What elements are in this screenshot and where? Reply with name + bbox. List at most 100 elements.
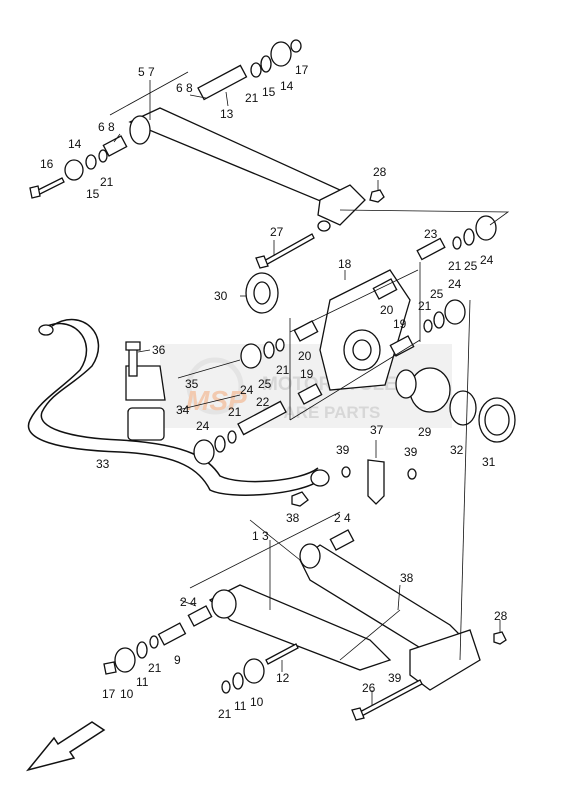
leader-arm-link	[249, 519, 301, 561]
callout-11-a: 11	[136, 675, 149, 689]
bushing-19-lower	[297, 383, 323, 405]
callout-18: 18	[338, 257, 352, 271]
callout-25-a: 25	[464, 259, 478, 273]
washer-11-bottom	[232, 672, 244, 690]
leader-38b	[397, 584, 401, 611]
callout-29: 29	[418, 425, 432, 439]
callout-35: 35	[185, 377, 199, 391]
bushing-20-upper	[372, 278, 398, 300]
callout-24-d: 24	[196, 419, 210, 433]
callout-11-b: 11	[234, 699, 247, 713]
cap-17-arm	[103, 661, 117, 675]
nut-28-bottom	[493, 631, 507, 645]
callout-37: 37	[370, 423, 384, 437]
callout-38-b: 38	[400, 571, 414, 585]
bearing-29-face	[395, 369, 417, 399]
callout-13: 13	[220, 107, 234, 121]
bolt-26-head	[351, 707, 365, 721]
bolt-27-head	[255, 255, 269, 269]
callout-25-b: 25	[430, 287, 444, 301]
leader-2-4-top	[189, 511, 341, 589]
washer-15-left	[85, 154, 97, 170]
callout-30: 30	[214, 289, 228, 303]
callout-34: 34	[176, 403, 190, 417]
callout-21-e: 21	[276, 363, 290, 377]
callout-21-c: 21	[448, 259, 462, 273]
callout-16: 16	[40, 157, 54, 171]
bushing-10-bottom	[243, 658, 265, 684]
stabilizer-assembly	[27, 318, 417, 507]
upper-arm-bolt-hole	[317, 220, 331, 232]
washer-25-lower	[214, 435, 226, 453]
washer-21-mid	[423, 319, 433, 333]
washer-21-top	[250, 62, 262, 78]
knuckle-bore-inner	[352, 339, 372, 361]
link-37	[367, 459, 385, 505]
callout-39-c: 39	[388, 671, 402, 685]
washer-39-right	[407, 468, 417, 480]
leader-frame-bottom	[289, 339, 421, 421]
upper-arm-assembly	[29, 39, 385, 269]
leader-13	[225, 91, 229, 107]
bolt-36-head	[125, 341, 141, 351]
leader-lines	[109, 71, 510, 706]
upper-arm-bracket	[317, 184, 366, 226]
callout-20-b: 20	[298, 349, 312, 363]
lower-arm-bushing-rear	[299, 543, 321, 569]
lower-arm-front	[208, 584, 392, 671]
callout-21-h: 21	[218, 707, 232, 721]
washer-21-arm	[149, 635, 159, 649]
lower-arm-assembly	[103, 529, 507, 721]
leader-5-7	[109, 71, 189, 116]
bearing-29	[409, 367, 451, 413]
bushing-19-right	[389, 335, 415, 357]
pin-9	[157, 622, 187, 646]
nut-28-top	[369, 189, 385, 203]
callout-22: 22	[256, 395, 270, 409]
callout-2-4-b: 2 4	[180, 595, 197, 609]
callout-25-c: 25	[258, 377, 272, 391]
callout-36: 36	[152, 343, 166, 357]
callout-33: 33	[96, 457, 110, 471]
bushing-24-left	[240, 343, 262, 369]
callout-6-8-b: 6 8	[98, 120, 115, 134]
bushing-14-top	[270, 41, 292, 67]
leader-6-8b	[113, 133, 121, 143]
dust-boot-31-inner	[484, 404, 510, 436]
lower-arm-mount	[409, 629, 481, 691]
callout-38-a: 38	[286, 511, 300, 525]
pin-23	[416, 237, 446, 261]
callout-9: 9	[174, 653, 181, 667]
pin-22	[237, 400, 287, 436]
stabilizer-bar-33-edge	[40, 318, 319, 483]
bushing-2-4-bottom	[187, 605, 213, 627]
bushing-14-left	[64, 159, 84, 181]
bolt-16-head	[29, 185, 41, 199]
callout-14-b: 14	[68, 137, 82, 151]
callout-32: 32	[450, 443, 464, 457]
seal-30-inner	[253, 281, 271, 305]
cap-17-top	[290, 39, 302, 53]
leader-34	[177, 394, 241, 411]
callout-21-d: 21	[418, 299, 432, 313]
leader-2-4-bottom	[179, 599, 197, 607]
bushing-24-lower	[193, 439, 215, 465]
bushing-34	[127, 407, 165, 441]
callout-21-g: 21	[148, 661, 162, 675]
upper-arm-bushing-end	[129, 115, 151, 145]
callout-5-7: 5 7	[138, 65, 155, 79]
upper-arm-tube	[128, 107, 341, 206]
callout-19-a: 19	[393, 317, 407, 331]
callout-15-a: 15	[262, 85, 276, 99]
callout-labels: 5 7 6 8 6 8 13 21 15 14 17 16 14 15 21 2…	[40, 63, 508, 721]
callout-39-b: 39	[404, 445, 418, 459]
callout-21-b: 21	[100, 175, 114, 189]
bushing-10-arm	[114, 647, 136, 673]
leader-35	[177, 359, 241, 379]
callout-24-b: 24	[448, 277, 462, 291]
callout-10-a: 10	[120, 687, 134, 701]
callout-2-4-a: 2 4	[334, 511, 351, 525]
callout-21-f: 21	[228, 405, 242, 419]
washer-11-arm	[136, 641, 148, 659]
